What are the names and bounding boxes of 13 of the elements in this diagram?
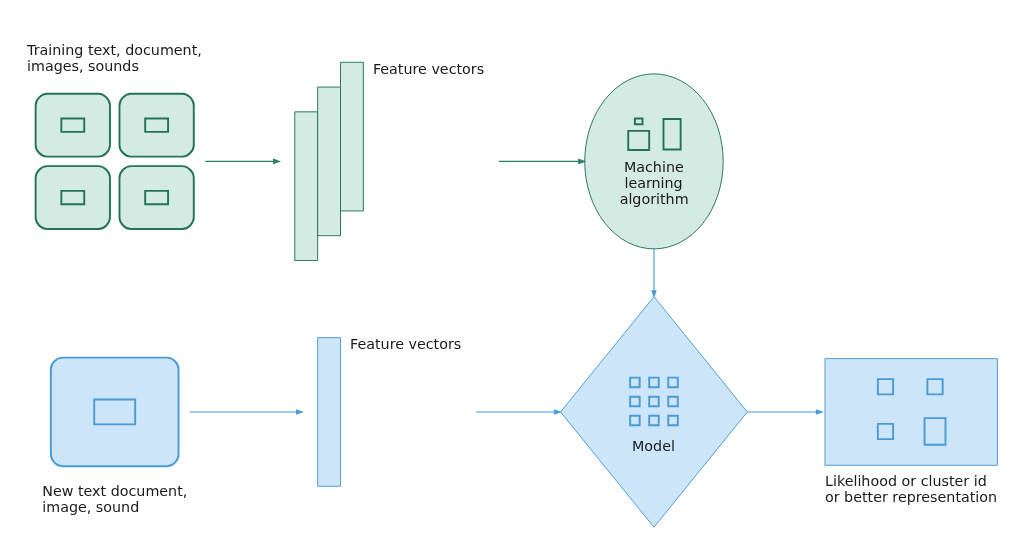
arrow: [204, 158, 282, 164]
node-label: Training text, document, images, sounds: [27, 41, 202, 74]
node-label: New text document, image, sound: [42, 482, 188, 515]
node-label: Feature vectors: [372, 60, 485, 77]
arrow: [475, 408, 563, 415]
arrow: [746, 408, 824, 415]
node-label: Feature vectors: [350, 335, 462, 352]
arrow: [189, 408, 305, 415]
arrow: [498, 158, 587, 164]
node-ellipse: Machine learning algorithm: [584, 72, 724, 249]
node-label: Likelihood or cluster id or better representation: [824, 472, 998, 505]
node-diamond: Model: [560, 295, 748, 528]
arrow: [651, 247, 657, 298]
